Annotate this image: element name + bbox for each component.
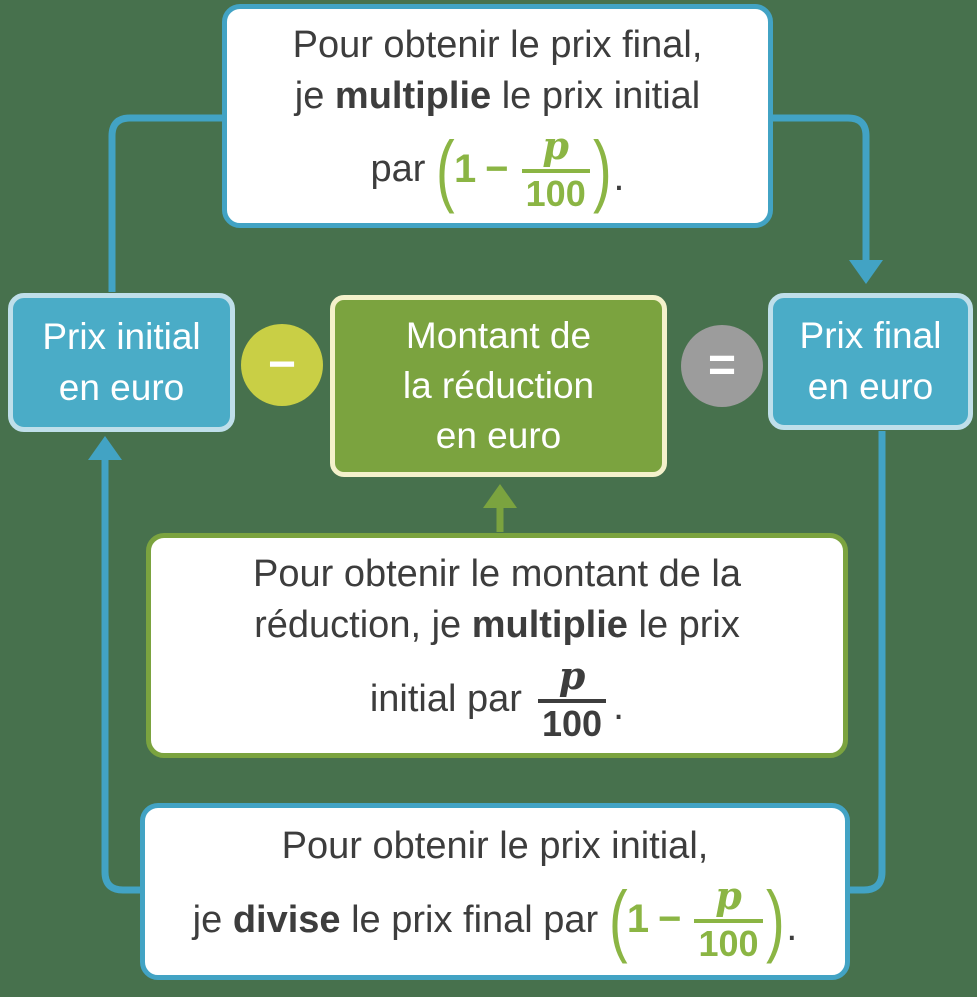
note-math-line: initial par p 100 . [369,652,625,744]
node-prix-final: Prix final en euro [768,293,973,430]
close-paren: ) [765,874,785,964]
note-line: Pour obtenir le prix initial, [281,824,709,867]
note-line: je multiplie le prix initial [294,74,701,117]
connector-top-note-to-final-arrow [773,114,883,284]
node-prix-initial: Prix initial en euro [8,293,235,432]
connector-bottom-note-to-initial-arrow [88,436,141,894]
note-line: Pour obtenir le montant de la [253,553,741,596]
note-line: Pour obtenir le prix final, [292,23,703,66]
fraction-p-over-100: p 100 [694,877,763,962]
note-math-line: par ( 1 − p 100 ) . [370,123,625,215]
connector-initial-to-top-note [108,114,222,292]
connector-middle-note-to-reduction-arrow [483,484,517,532]
formula-one-minus-p-over-100: ( 1 − p 100 ) . [609,873,798,965]
open-paren: ( [609,874,628,964]
note-math-line: je divise le prix final par ( 1 − p 100 … [192,873,798,965]
green-arrow-up-icon [483,484,517,508]
arrow-down-icon [849,260,883,284]
formula-p-over-100: p 100 . [534,656,624,742]
note-prix-initial-rule: Pour obtenir le prix initial, je divise … [140,803,850,980]
close-paren: ) [592,124,612,214]
fraction-p-over-100: p 100 [521,127,590,212]
operator-minus-icon: − [241,324,323,406]
note-line: réduction, je multiplie le prix [254,604,740,646]
arrow-up-icon [88,436,122,460]
operator-equals-icon: = [681,325,763,407]
note-prix-final-rule: Pour obtenir le prix final, je multiplie… [222,4,773,228]
formula-one-minus-p-over-100: ( 1 − p 100 ) . [436,123,625,215]
node-montant-reduction: Montant de la réduction en euro [330,295,667,477]
fraction-p-over-100: p 100 [537,656,607,742]
open-paren: ( [436,124,456,214]
note-montant-rule: Pour obtenir le montant de la réduction,… [146,533,848,758]
connector-final-to-bottom-note [850,431,886,894]
